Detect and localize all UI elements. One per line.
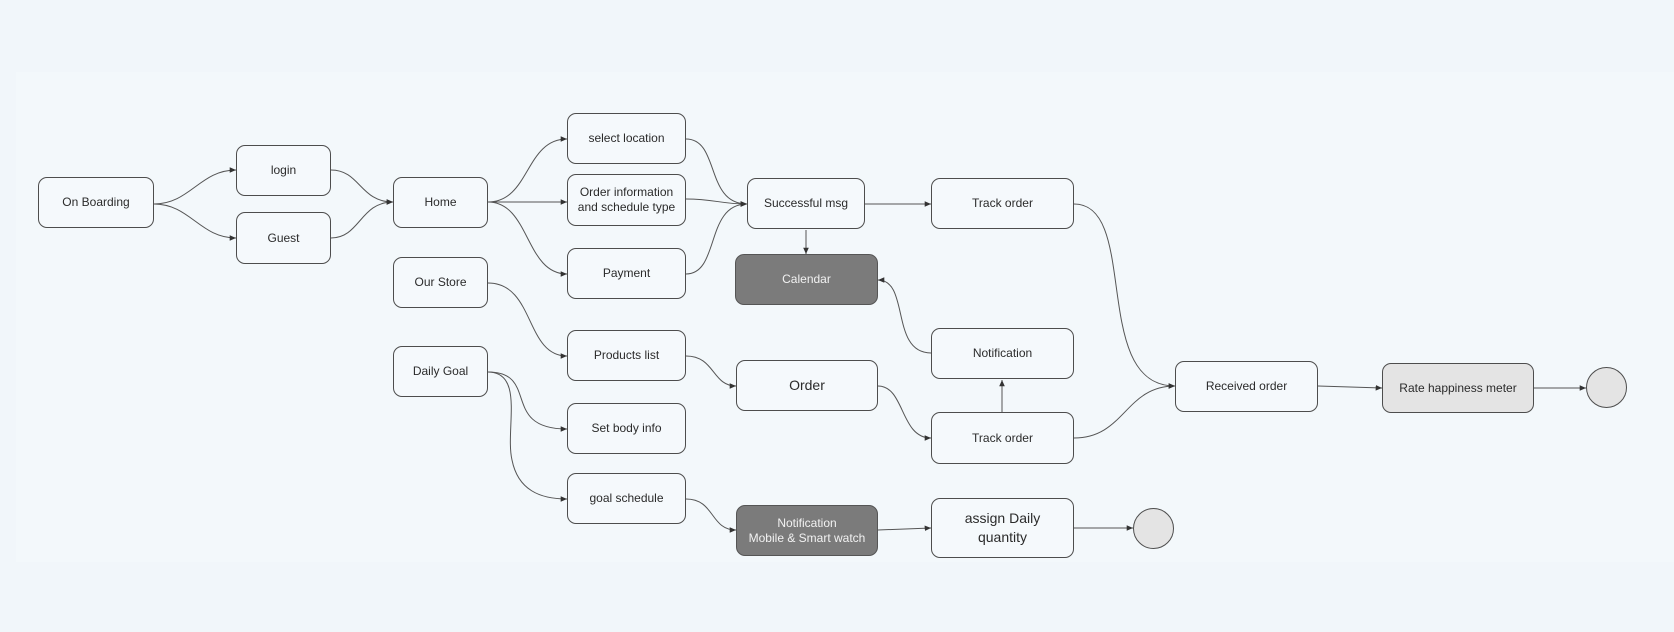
node-rate-happiness-meter[interactable]: Rate happiness meter	[1382, 363, 1534, 413]
end-state-daily-quantity	[1133, 508, 1174, 549]
node-successful-msg[interactable]: Successful msg	[747, 178, 865, 229]
edge-payment-successful	[685, 201, 748, 275]
node-payment[interactable]: Payment	[567, 248, 686, 299]
edge-track-order-mid-received	[1073, 383, 1176, 439]
node-set-body-info[interactable]: Set body info	[567, 403, 686, 454]
node-order[interactable]: Order	[736, 360, 878, 411]
node-notification[interactable]: Notification	[931, 328, 1074, 379]
edge-guest-home	[330, 199, 394, 239]
node-on-boarding[interactable]: On Boarding	[38, 177, 154, 228]
edge-onboarding-guest	[153, 203, 237, 241]
node-track-order-top[interactable]: Track order	[931, 178, 1074, 229]
node-order-information[interactable]: Order information and schedule type	[567, 174, 686, 226]
node-login[interactable]: login	[236, 145, 331, 196]
node-calendar[interactable]: Calendar	[735, 254, 878, 305]
edge-select-location-successful	[685, 138, 748, 207]
edge-schedule-notification	[685, 498, 737, 533]
node-received-order[interactable]: Received order	[1175, 361, 1318, 412]
node-track-order-mid[interactable]: Track order	[931, 412, 1074, 464]
edge-order-track-order	[877, 385, 932, 441]
edge-notification-assign	[877, 525, 932, 532]
node-products-list[interactable]: Products list	[567, 330, 686, 381]
node-guest[interactable]: Guest	[236, 212, 331, 264]
edge-daily-goal-body-info	[487, 371, 568, 432]
edge-received-rate	[1317, 385, 1383, 391]
node-goal-schedule[interactable]: goal schedule	[567, 473, 686, 524]
node-our-store[interactable]: Our Store	[393, 257, 488, 308]
node-select-location[interactable]: select location	[567, 113, 686, 164]
edge-notification-calendar	[877, 277, 932, 354]
edge-daily-goal-schedule	[487, 371, 568, 502]
edge-onboarding-login	[153, 167, 237, 205]
node-notification-devices[interactable]: Notification Mobile & Smart watch	[736, 505, 878, 556]
edge-our-store-products	[487, 282, 568, 359]
edge-home-select-location	[487, 136, 568, 203]
node-daily-goal[interactable]: Daily Goal	[393, 346, 488, 397]
node-home[interactable]: Home	[393, 177, 488, 228]
edge-products-order	[685, 355, 737, 389]
node-assign-daily-quantity[interactable]: assign Daily quantity	[931, 498, 1074, 558]
edge-order-information-successful	[685, 198, 748, 207]
end-state-rating	[1586, 367, 1627, 408]
edge-track-order-received	[1073, 203, 1176, 389]
edge-login-home	[330, 169, 394, 205]
edge-home-payment	[487, 201, 568, 277]
